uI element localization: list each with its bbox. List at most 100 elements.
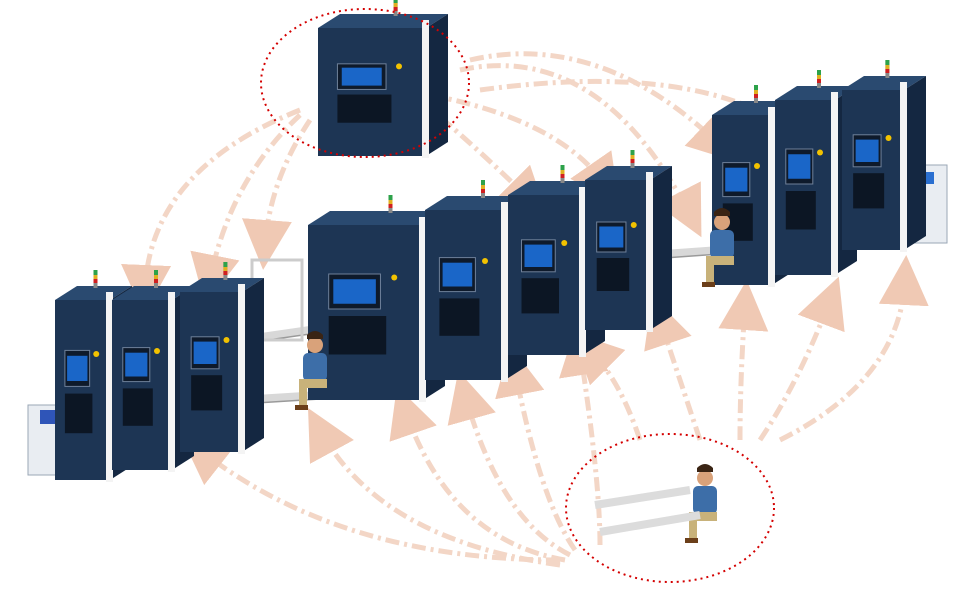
pillar xyxy=(646,172,653,332)
pillar xyxy=(501,202,508,382)
flow-arrow xyxy=(308,408,561,568)
worker-thigh xyxy=(689,512,717,521)
machine-4 xyxy=(308,195,445,402)
signal-light-red xyxy=(154,279,158,283)
screen xyxy=(333,279,376,304)
signal-light-green xyxy=(560,165,565,170)
signal-light-yellow xyxy=(223,267,228,271)
pillar xyxy=(419,217,426,402)
machine-detail xyxy=(318,0,448,158)
worker-shoe xyxy=(295,405,308,410)
flow-arrow xyxy=(572,332,643,441)
emergency-button-icon xyxy=(391,274,398,281)
flow-arrow xyxy=(190,113,302,305)
worker-head xyxy=(307,337,323,353)
flow-arrow xyxy=(778,255,929,443)
flow-arrow xyxy=(559,325,609,546)
worker-thigh xyxy=(299,379,327,388)
emergency-button-icon xyxy=(561,240,568,246)
pillar xyxy=(168,292,175,472)
signal-light-green xyxy=(817,70,821,75)
signal-light-green xyxy=(223,262,228,267)
worker-head xyxy=(714,214,730,230)
signal-light-red xyxy=(560,174,565,178)
machine-body xyxy=(180,292,242,452)
machine-body xyxy=(585,180,650,330)
operator-1 xyxy=(295,331,327,410)
machine-body xyxy=(308,225,423,400)
emergency-button-icon xyxy=(630,222,637,228)
pillar xyxy=(106,292,113,482)
machine-body xyxy=(55,300,110,480)
machine-side xyxy=(242,278,264,452)
signal-light-yellow xyxy=(388,200,393,204)
worker-hair xyxy=(714,208,730,216)
highlight-ellipse-machine xyxy=(260,8,470,158)
signal-light-red xyxy=(393,7,398,11)
pillar xyxy=(422,20,429,158)
machine-opening xyxy=(191,375,223,411)
emergency-button-icon xyxy=(754,163,760,169)
signal-light-red xyxy=(754,94,758,98)
emergency-button-icon xyxy=(817,149,823,156)
signal-light-green xyxy=(388,195,393,200)
pillar xyxy=(579,187,586,357)
pillar xyxy=(900,82,907,252)
signal-light-green xyxy=(630,150,635,155)
machine-side xyxy=(904,76,926,250)
signal-light-red xyxy=(223,271,228,275)
signal-light-yellow xyxy=(885,65,890,69)
worker-shoe xyxy=(702,282,715,287)
worker-hair xyxy=(697,464,713,472)
machine-opening xyxy=(328,316,387,355)
machine-body xyxy=(318,28,426,156)
signal-light-green xyxy=(154,270,158,275)
worker-shin xyxy=(689,518,697,540)
screen xyxy=(67,355,88,381)
signal-light-red xyxy=(388,204,393,208)
machine-opening xyxy=(521,278,559,314)
flow-arrow xyxy=(718,280,769,441)
flow-arrow xyxy=(495,345,578,552)
flow-arrow xyxy=(121,107,301,315)
machine-opening xyxy=(785,191,816,230)
flow-arrow xyxy=(469,51,739,163)
signal-light-green xyxy=(885,60,890,65)
machine-top xyxy=(318,14,448,28)
inset-conveyor xyxy=(594,486,691,509)
worker-head xyxy=(697,470,713,486)
machine-opening xyxy=(853,173,885,209)
emergency-button-icon xyxy=(223,337,230,343)
screen xyxy=(855,139,879,162)
worker-torso xyxy=(710,230,734,258)
worker-thigh xyxy=(706,256,734,265)
screen xyxy=(193,341,217,364)
flow-arrow xyxy=(644,296,703,441)
worker-shoe xyxy=(685,538,698,543)
screen xyxy=(524,244,553,267)
signal-light-yellow xyxy=(481,185,485,189)
machine-7 xyxy=(585,150,672,332)
signal-light-yellow xyxy=(93,275,98,279)
emergency-button-icon xyxy=(93,351,100,357)
signal-light-yellow xyxy=(393,3,398,7)
machine-10 xyxy=(842,60,926,252)
machine-opening xyxy=(64,393,93,434)
screen xyxy=(599,226,624,248)
signal-light-green xyxy=(393,0,398,3)
machine-opening xyxy=(337,94,392,123)
pillar xyxy=(238,284,245,454)
screen xyxy=(442,262,473,287)
machine-3 xyxy=(180,262,264,454)
worker-hair xyxy=(307,331,323,339)
signal-light-green xyxy=(754,85,758,90)
emergency-button-icon xyxy=(154,348,160,354)
worker-shin xyxy=(299,385,307,407)
machine-body xyxy=(508,195,583,355)
signal-light-yellow xyxy=(817,75,821,79)
signal-light-red xyxy=(817,79,821,83)
machine-body xyxy=(425,210,505,380)
machine-side xyxy=(650,166,672,330)
emergency-button-icon xyxy=(482,258,488,264)
